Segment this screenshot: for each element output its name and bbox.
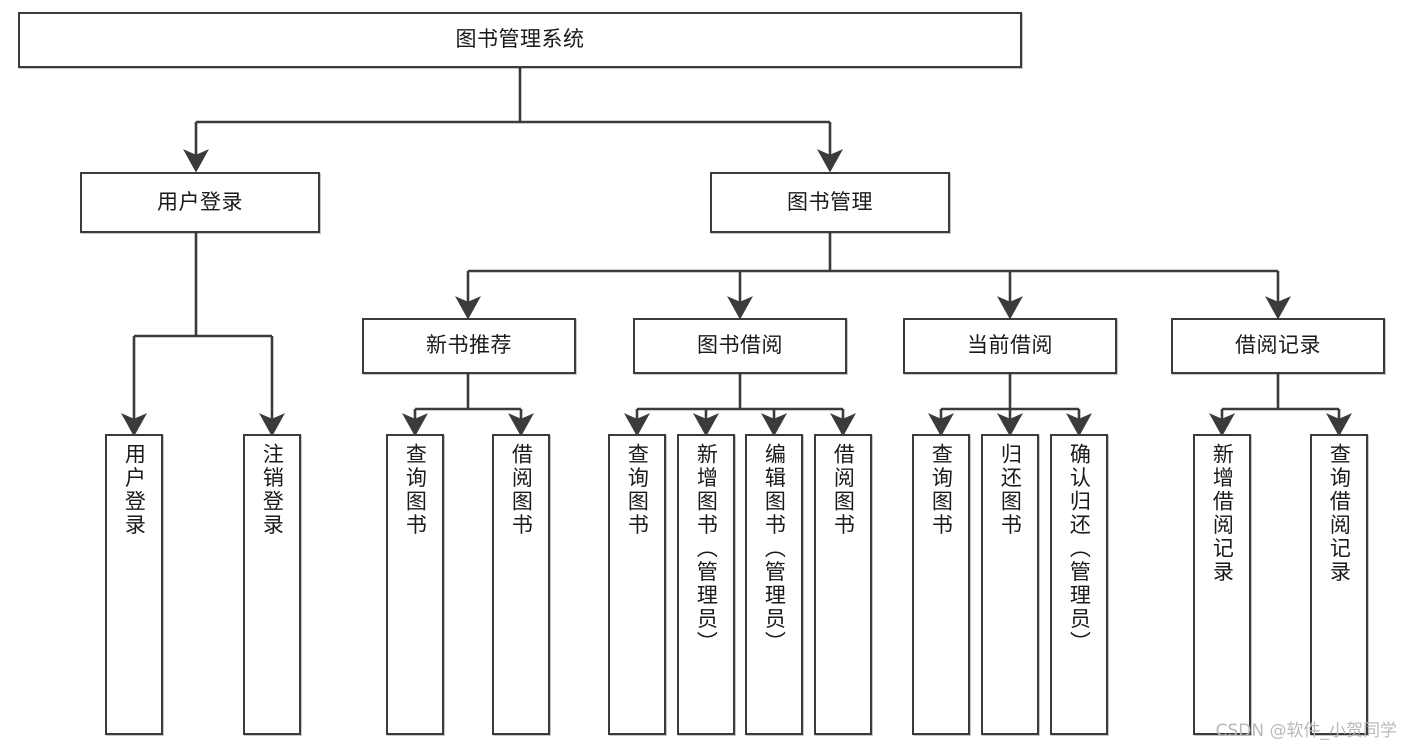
node-label: 新书推荐	[426, 333, 512, 358]
node-leaf-borrow-book-newbook[interactable]: 借阅图书	[492, 434, 550, 735]
node-label: 借阅图书	[831, 443, 856, 537]
csdn-watermark: CSDN @软件_小贺同学	[1215, 721, 1397, 741]
node-book-management[interactable]: 图书管理	[710, 172, 950, 233]
node-label: 查询图书	[625, 443, 650, 537]
node-label: 借阅记录	[1235, 333, 1321, 358]
node-label: 编辑图书（管理员）	[762, 443, 787, 655]
node-user-login[interactable]: 用户登录	[80, 172, 320, 233]
node-label: 注销登录	[260, 443, 285, 537]
node-label: 用户登录	[157, 189, 243, 214]
node-label: 图书管理	[787, 189, 873, 214]
node-leaf-add-borrow-record[interactable]: 新增借阅记录	[1193, 434, 1251, 735]
node-leaf-query-book-newbook[interactable]: 查询图书	[386, 434, 444, 735]
node-label: 查询借阅记录	[1327, 443, 1352, 584]
node-new-book-recommendation[interactable]: 新书推荐	[362, 318, 576, 374]
node-current-borrowing[interactable]: 当前借阅	[903, 318, 1117, 374]
node-leaf-logout[interactable]: 注销登录	[243, 434, 301, 735]
node-label: 确认归还（管理员）	[1067, 443, 1092, 655]
node-leaf-add-book-admin[interactable]: 新增图书（管理员）	[677, 434, 735, 735]
node-label: 用户登录	[122, 443, 147, 537]
node-label: 归还图书	[998, 443, 1023, 537]
node-label: 图书管理系统	[455, 27, 585, 52]
node-label: 借阅图书	[509, 443, 534, 537]
node-borrowing-record[interactable]: 借阅记录	[1171, 318, 1385, 374]
node-label: 图书借阅	[697, 333, 783, 358]
node-leaf-borrow-book-borrow[interactable]: 借阅图书	[814, 434, 872, 735]
node-leaf-query-book-borrow[interactable]: 查询图书	[608, 434, 666, 735]
node-label: 查询图书	[929, 443, 954, 537]
node-leaf-query-borrow-record[interactable]: 查询借阅记录	[1310, 434, 1368, 735]
node-label: 新增借阅记录	[1210, 443, 1235, 584]
node-label: 当前借阅	[967, 333, 1053, 358]
node-label: 新增图书（管理员）	[694, 443, 719, 655]
node-root-book-management-system[interactable]: 图书管理系统	[18, 12, 1022, 68]
node-leaf-edit-book-admin[interactable]: 编辑图书（管理员）	[745, 434, 803, 735]
node-leaf-confirm-return-admin[interactable]: 确认归还（管理员）	[1050, 434, 1108, 735]
node-leaf-query-book-current[interactable]: 查询图书	[912, 434, 970, 735]
node-leaf-return-book[interactable]: 归还图书	[981, 434, 1039, 735]
node-book-borrowing[interactable]: 图书借阅	[633, 318, 847, 374]
node-label: 查询图书	[403, 443, 428, 537]
node-leaf-user-login[interactable]: 用户登录	[105, 434, 163, 735]
